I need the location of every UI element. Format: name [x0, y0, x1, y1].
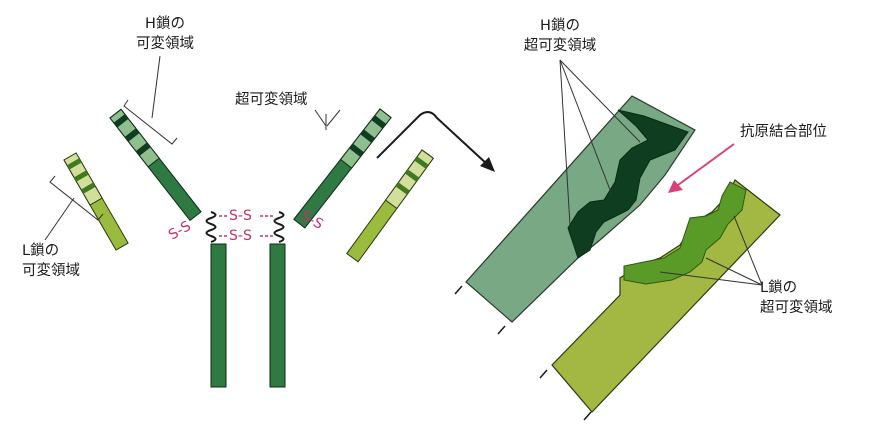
h-hyper-leader: [559, 59, 641, 143]
heavy-cdr-region: [567, 109, 689, 259]
left-fc-stem: [210, 243, 227, 388]
zoom-arrow: [376, 111, 489, 166]
left-heavy-cdr-band: [135, 142, 151, 156]
l-hyper-leader: [705, 257, 763, 286]
right-light-chain-variable: [384, 149, 435, 210]
left-heavy-cdr-band: [124, 128, 140, 142]
label-l-hyper-line2: 超可変領域: [760, 299, 833, 316]
l-variable-bracket: [49, 175, 104, 221]
left-heavy-arm-variable: [109, 108, 160, 168]
binding-site-arrow-head: [668, 180, 683, 193]
break-mark: [497, 325, 506, 335]
break-mark: [583, 411, 592, 421]
right-fc-stem: [269, 243, 286, 388]
label-l-variable-line1: L鎖の: [22, 242, 59, 259]
zoom-arrow-head: [480, 157, 495, 172]
h-variable-leader: [151, 55, 161, 119]
left-light-chain: [63, 152, 129, 251]
break-mark: [454, 285, 463, 295]
label-h-hyper-line2: 超可変領域: [524, 37, 597, 54]
left-hinge-spring: [205, 211, 217, 243]
hypervariable-leader: [314, 109, 327, 127]
right-light-cdr-band: [395, 182, 410, 195]
ss-bond-hinge-bottom: S-S: [229, 228, 252, 244]
label-h-variable-line1: H鎖の: [145, 15, 185, 32]
label-h-variable-line2: 可変領域: [136, 35, 194, 52]
light-cdr-region: [623, 181, 747, 285]
right-light-chain: [346, 149, 435, 263]
right-heavy-cdr-band: [371, 115, 387, 129]
left-light-cdr-band: [81, 182, 96, 194]
right-light-cdr-band: [414, 156, 429, 169]
l-hyper-leader: [733, 215, 763, 286]
label-l-hyper-line1: L鎖の: [760, 279, 797, 296]
l-variable-leader: [44, 197, 75, 241]
label-h-hyper-line1: H鎖の: [540, 17, 580, 34]
hypervariable-leader: [326, 109, 341, 127]
h-hyper-leader: [559, 59, 613, 196]
left-heavy-cdr-band: [113, 114, 129, 128]
ss-bond-left-light: S-S: [166, 218, 194, 243]
binding-site-arrow: [677, 143, 735, 186]
right-light-cdr-band: [404, 169, 420, 182]
l-hyper-leader: [659, 271, 763, 286]
right-heavy-cdr-band: [360, 129, 376, 143]
break-mark: [539, 369, 548, 379]
label-hypervariable: 超可変領域: [235, 91, 308, 108]
label-l-variable-line2: 可変領域: [22, 262, 80, 279]
right-heavy-chain-arm: [293, 108, 392, 229]
h-variable-bracket: [123, 99, 178, 145]
right-heavy-cdr-band: [349, 143, 364, 158]
left-heavy-chain-arm: [109, 108, 202, 222]
h-hyper-leader: [559, 59, 571, 226]
ss-bond-hinge-top: S-S: [229, 208, 252, 224]
left-light-cdr-band: [74, 170, 89, 182]
right-hinge-spring: [273, 211, 285, 243]
left-light-cdr-band: [67, 158, 82, 170]
label-binding-site: 抗原結合部位: [740, 123, 827, 140]
